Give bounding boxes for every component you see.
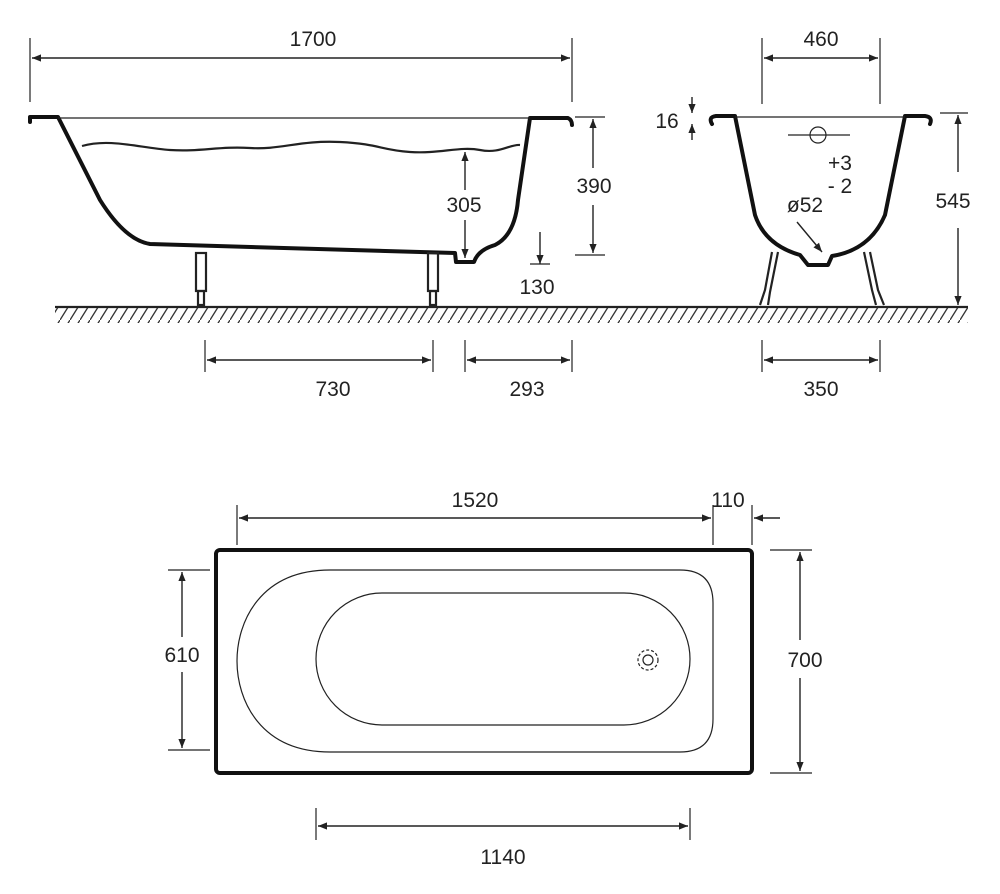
leg-left: [194, 251, 208, 293]
rim-thickness-label: 16: [655, 110, 678, 133]
water-line: [81, 140, 521, 154]
tub-end-profile: [708, 114, 933, 267]
tub-basin-outline: [236, 569, 714, 753]
bottom-length-label: 1140: [480, 846, 525, 869]
drain-clearance-label: 130: [519, 276, 554, 299]
top-width-label: 460: [803, 28, 838, 51]
length-label: 1700: [290, 28, 337, 51]
side-view: 1700 305 390 130 730 293: [28, 28, 612, 401]
top-view: 1520 110 610 700 1140: [164, 489, 822, 869]
leg-right: [426, 251, 440, 293]
leg-spacing-label: 730: [315, 378, 350, 401]
inner-length-label: 1520: [452, 489, 499, 512]
end-leg-left: [758, 251, 780, 306]
overflow-icon: [809, 126, 827, 144]
tolerance-plus: +3: [828, 152, 852, 175]
total-height-label: 545: [935, 190, 970, 213]
drain-diameter-label: ø52: [787, 194, 823, 217]
tub-bottom-outline: [315, 592, 691, 726]
end-leg-spacing-label: 350: [803, 378, 838, 401]
end-leg-right: [862, 251, 886, 306]
tub-side-profile: [28, 115, 574, 264]
tolerance-minus: - 2: [828, 175, 853, 198]
tub-outer-rim: [214, 548, 754, 775]
end-view: 460 +3 - 2 ø52 16 545 350: [655, 28, 970, 401]
end-offset-label: 110: [711, 489, 744, 512]
leg-to-end-label: 293: [509, 378, 544, 401]
outer-width-label: 700: [787, 649, 822, 672]
water-depth-label: 305: [446, 194, 481, 217]
inner-width-label: 610: [164, 644, 199, 667]
floor: [55, 305, 968, 323]
drain-icon: [637, 649, 659, 671]
rim-height-label: 390: [576, 175, 611, 198]
